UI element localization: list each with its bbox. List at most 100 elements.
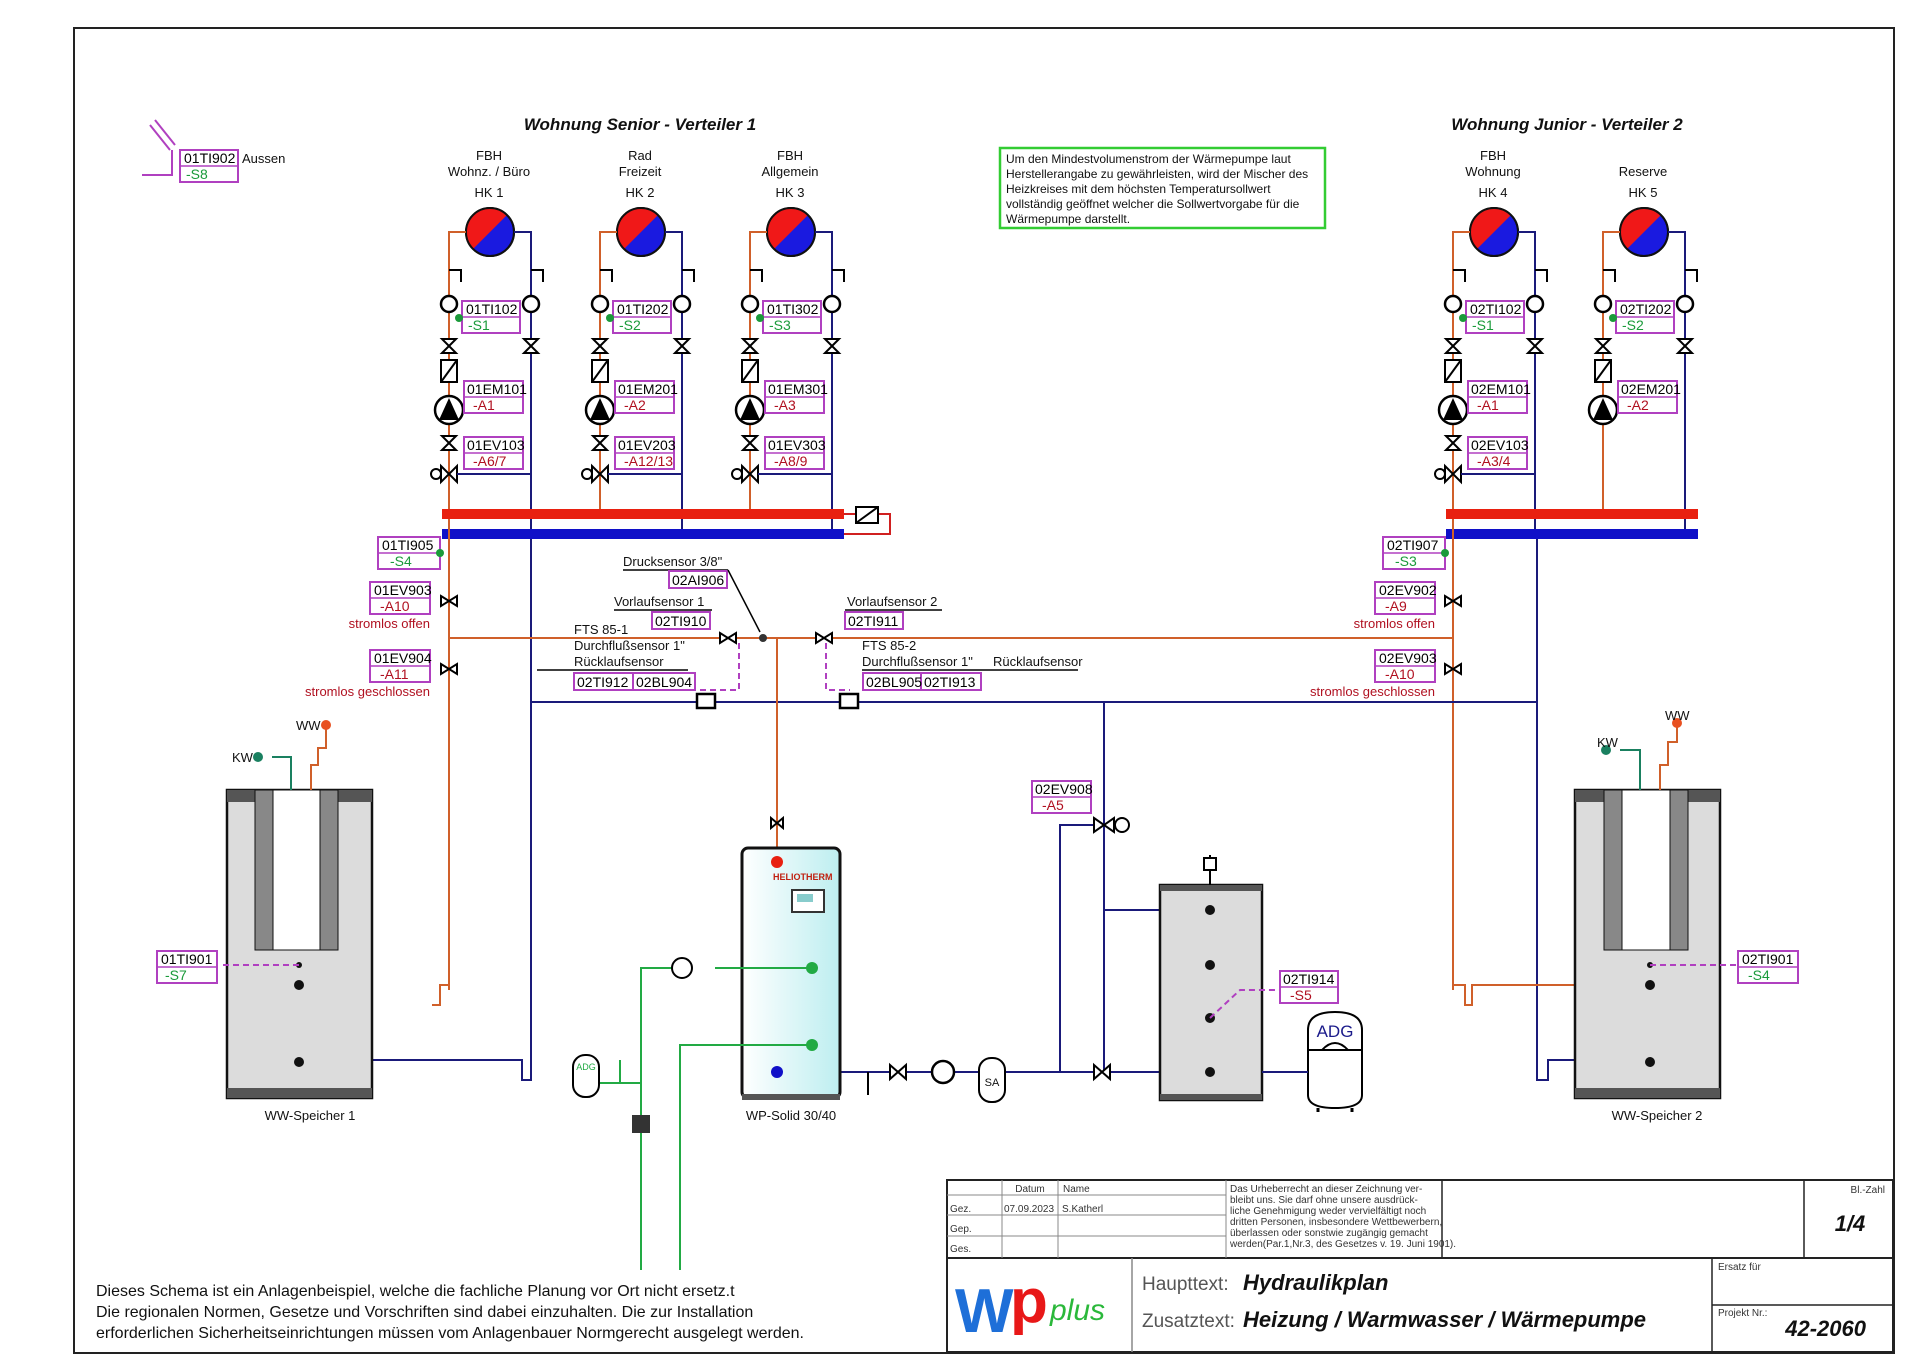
- thermometer-icon: [672, 294, 692, 314]
- mixer-id: 01EV203: [618, 437, 676, 453]
- copyright-line: dritten Personen, insbesondere Wettbewer…: [1230, 1217, 1442, 1228]
- shutoff-valve-icon: [1675, 338, 1695, 354]
- circuit-type: FBH: [476, 148, 502, 163]
- mixer-id: 01EV103: [467, 437, 525, 453]
- pressure-sensor-label: Drucksensor 3/8": [623, 554, 723, 569]
- fts1-id: 02TI912: [577, 674, 629, 690]
- drawn-date: 07.09.2023: [1004, 1204, 1054, 1215]
- mixer-signal: -A12/13: [624, 453, 673, 469]
- note-line: Herstellerangabe zu gewährleisten, wird …: [1006, 167, 1308, 181]
- sensor-id: 01TI905: [382, 537, 434, 553]
- supply-sensor-2-label: Vorlaufsensor 2: [847, 594, 937, 609]
- temp-sensor-id: 01TI202: [617, 301, 669, 317]
- circuit-number: HK 5: [1629, 185, 1658, 200]
- supply-sensor-1-label: Vorlaufsensor 1: [614, 594, 704, 609]
- thermometer-icon: [740, 294, 760, 314]
- zusatztext-label: Zusatztext:: [1142, 1311, 1235, 1332]
- cold-water-label: KW: [232, 750, 254, 765]
- manifold-junior: [1446, 509, 1698, 539]
- disclaimer-line: erforderlichen Sicherheitseinrichtungen …: [96, 1325, 804, 1342]
- small-adg-label: ADG: [576, 1062, 596, 1072]
- mixer-signal: -A8/9: [774, 453, 808, 469]
- project-number: 42-2060: [1784, 1316, 1867, 1341]
- fts2-model: FTS 85-2: [862, 638, 916, 653]
- temp-sensor-signal: -S1: [1472, 317, 1494, 333]
- circuit-name: Freizeit: [619, 164, 662, 179]
- sensor-signal: -S4: [390, 553, 412, 569]
- valve-id: 01EV903: [374, 582, 432, 598]
- buffer-tank: 02TI914 -S5: [1158, 855, 1339, 1102]
- storage-1-caption: WW-Speicher 1: [265, 1108, 356, 1123]
- sub-title: Heizung / Warmwasser / Wärmepumpe: [1243, 1307, 1646, 1332]
- logo-w: W: [955, 1277, 1014, 1346]
- hot-water-label: WW: [296, 718, 321, 733]
- logo-plus: plus: [1049, 1294, 1105, 1327]
- sensor-id: 02TI907: [1387, 537, 1439, 553]
- storage-2-caption: WW-Speicher 2: [1612, 1108, 1703, 1123]
- copyright-line: liche Genehmigung weder vervielfältigt n…: [1230, 1206, 1426, 1217]
- storage-2-sensor-signal: -S4: [1748, 967, 1770, 983]
- valve-id: 02EV902: [1379, 582, 1437, 598]
- wpplus-logo: W p plus: [955, 1267, 1105, 1346]
- circuit-type: FBH: [777, 148, 803, 163]
- senior-line-devices: 01TI905 -S4 01EV903 -A10 stromlos offen …: [305, 536, 458, 699]
- note-line: Wärmepumpe darstellt.: [1006, 212, 1130, 226]
- shutoff-valve-icon: [1443, 338, 1463, 354]
- pump-id: 02EM201: [1621, 381, 1681, 397]
- senior-section-title: Wohnung Senior - Verteiler 1: [524, 115, 756, 134]
- temp-sensor-id: 02TI102: [1470, 301, 1522, 317]
- temp-sensor-id: 02TI202: [1620, 301, 1672, 317]
- storage-1-sensor-id: 01TI901: [161, 951, 213, 967]
- hot-water-label: WW: [1665, 708, 1690, 723]
- logo-p: p: [1010, 1267, 1048, 1336]
- shutoff-valve-icon: [740, 338, 760, 354]
- circuit-number: HK 4: [1479, 185, 1508, 200]
- thermometer-icon: [590, 294, 610, 314]
- outdoor-sensor-label: Aussen: [242, 151, 285, 166]
- junior-section-title: Wohnung Junior - Verteiler 2: [1451, 115, 1683, 134]
- temp-sensor-signal: -S1: [468, 317, 490, 333]
- temp-sensor-signal: -S2: [1622, 317, 1644, 333]
- fts2-return: Rücklaufsensor: [993, 654, 1083, 669]
- heat-pump-caption: WP-Solid 30/40: [746, 1108, 836, 1123]
- manifold-senior: [442, 506, 891, 539]
- drawn-by: S.Katherl: [1062, 1204, 1103, 1215]
- row-label: Gez.: [950, 1204, 971, 1215]
- fts1-desc: Durchflußsensor 1": [574, 638, 685, 653]
- buffer-valve-id: 02EV908: [1035, 781, 1093, 797]
- pump-id: 01EM101: [467, 381, 527, 397]
- datum-header: Datum: [1015, 1184, 1044, 1195]
- storage-2-sensor-id: 02TI901: [1742, 951, 1794, 967]
- circuit-type: FBH: [1480, 148, 1506, 163]
- buffer-sensor-signal: -S5: [1290, 987, 1312, 1003]
- thermometer-icon: [1593, 294, 1613, 314]
- disclaimer-line: Die regionalen Normen, Gesetze und Vorsc…: [96, 1304, 753, 1321]
- supply-sensor-2-id: 02TI911: [848, 613, 899, 629]
- mixer-signal: -A6/7: [473, 453, 507, 469]
- pump-id: 01EM201: [618, 381, 678, 397]
- thermometer-icon: [1443, 294, 1463, 314]
- copyright-line: werden(Par.1,Nr.3, des Gesetzes v. 19. J…: [1229, 1239, 1456, 1250]
- valve-note: stromlos offen: [349, 616, 430, 631]
- sheet-number: 1/4: [1835, 1211, 1866, 1236]
- sheet-label: Bl.-Zahl: [1851, 1185, 1885, 1196]
- fts1-model: FTS 85-1: [574, 622, 628, 637]
- junior-line-devices: 02TI907 -S3 02EV902 -A9 stromlos offen 0…: [1310, 536, 1462, 699]
- disclaimer-line: Dieses Schema ist ein Anlagenbeispiel, w…: [96, 1283, 735, 1300]
- shutoff-valve-icon: [590, 338, 610, 354]
- mixer-id: 02EV103: [1471, 437, 1529, 453]
- fts1-id: 02BL904: [636, 674, 692, 690]
- thermometer-icon: [1525, 294, 1545, 314]
- thermometer-icon: [1675, 294, 1695, 314]
- circuit-number: HK 2: [626, 185, 655, 200]
- valve-note: stromlos geschlossen: [305, 684, 430, 699]
- buffer-mixing-valve: 02EV908 -A5: [1031, 780, 1130, 834]
- outdoor-sensor-signal: -S8: [186, 166, 208, 182]
- valve-signal: -A10: [380, 598, 410, 614]
- temp-sensor-signal: -S2: [619, 317, 641, 333]
